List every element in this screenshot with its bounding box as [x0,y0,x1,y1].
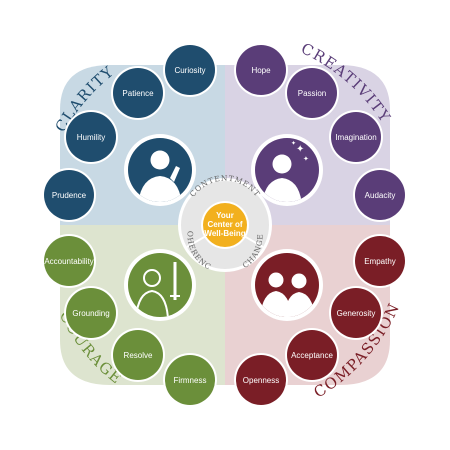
trait-bubble-accountability: Accountability [42,234,96,288]
trait-bubble-circle [236,45,286,95]
person-with-sword-icon [135,262,180,317]
trait-bubble-circle [66,288,116,338]
star-icon: ✦ [296,144,304,155]
trait-bubble-patience: Patience [111,66,165,120]
trait-bubble-circle [355,236,405,286]
clarity-icon-badge [124,134,196,206]
trait-bubble-circle [355,170,405,220]
trait-bubble-humility: Humility [64,110,118,164]
core-line-3: Well-Being [204,229,245,238]
trait-bubble-circle [236,355,286,405]
trait-bubble-circle [287,330,337,380]
trait-bubble-passion: Passion [285,66,339,120]
trait-bubble-empathy: Empathy [353,234,407,288]
trait-bubble-circle [165,355,215,405]
compassion-icon-badge [251,249,323,321]
trait-bubble-circle [165,45,215,95]
trait-label: Generosity [337,309,376,318]
core-line-1: Your [216,211,234,220]
trait-bubble-curiosity: Curiosity [163,43,217,97]
trait-bubble-circle [66,112,116,162]
core-line-2: Center of [207,220,242,229]
trait-bubble-circle [113,330,163,380]
trait-bubble-openness: Openness [234,353,288,407]
trait-label: Resolve [124,351,153,360]
trait-label: Imagination [335,133,376,142]
trait-label: Patience [122,89,154,98]
courage-icon-badge [124,249,196,321]
trait-bubble-circle [331,112,381,162]
core-circle: Your Center of Well-Being [201,201,249,249]
trait-bubble-grounding: Grounding [64,286,118,340]
trait-bubble-hope: Hope [234,43,288,97]
trait-bubble-generosity: Generosity [329,286,383,340]
creativity-icon-badge: ✦ ✦ ✦ [251,134,323,206]
trait-bubble-circle [44,170,94,220]
trait-bubble-circle [331,288,381,338]
trait-bubble-imagination: Imagination [329,110,383,164]
trait-label: Acceptance [291,351,333,360]
trait-bubble-circle [113,68,163,118]
trait-bubble-acceptance: Acceptance [285,328,339,382]
trait-bubble-audacity: Audacity [353,168,407,222]
trait-label: Firmness [174,376,207,385]
trait-bubble-firmness: Firmness [163,353,217,407]
trait-label: Audacity [365,191,396,200]
thinking-person-icon [138,150,182,202]
trait-label: Prudence [52,191,87,200]
trait-bubble-prudence: Prudence [42,168,96,222]
trait-label: Accountability [44,257,93,266]
trait-bubble-circle [287,68,337,118]
trait-bubble-circle [44,236,94,286]
trait-label: Humility [77,133,105,142]
trait-label: Grounding [72,309,109,318]
trait-label: Openness [243,376,279,385]
trait-bubble-resolve: Resolve [111,328,165,382]
trait-label: Curiosity [174,66,205,75]
star-icon: ✦ [303,155,309,163]
star-icon: ✦ [291,140,296,147]
trait-label: Hope [251,66,271,75]
trait-label: Passion [298,89,326,98]
trait-label: Empathy [364,257,396,266]
